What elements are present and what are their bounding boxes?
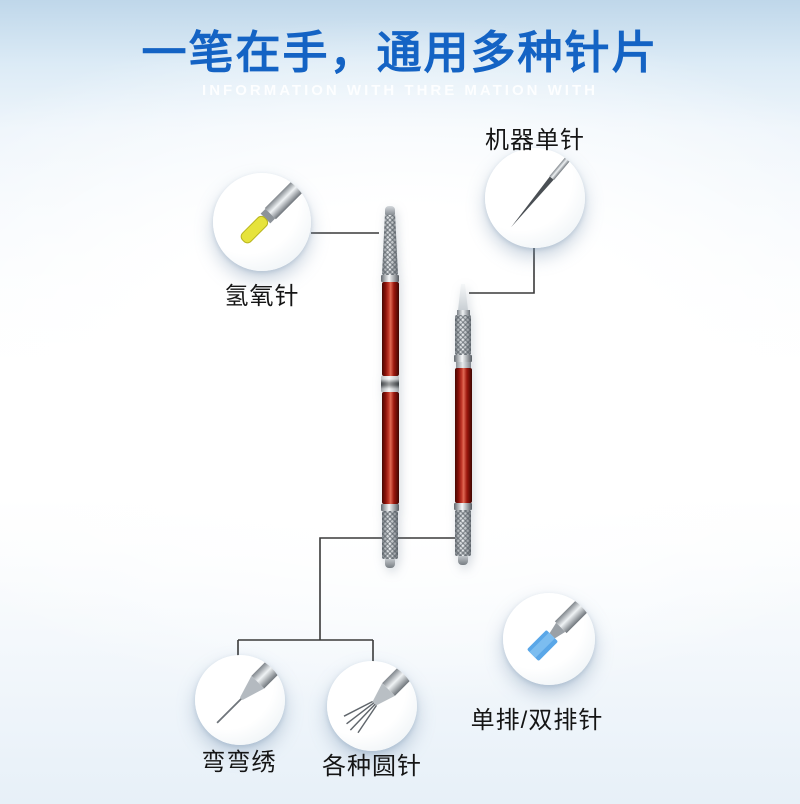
curved-needle-icon: [216, 655, 285, 724]
pen-right-collar: [455, 362, 471, 368]
watermark-text: INFORMATION WITH THRE MATION WITH: [202, 82, 598, 99]
pen-right-ring: [454, 355, 472, 362]
pen-left-lower-body: [381, 392, 399, 504]
pen-right-tip-ring: [456, 310, 470, 315]
pen-right-top-grip: [455, 315, 471, 355]
label-machine-single-needle: 机器单针: [485, 127, 585, 154]
pen-left-upper-body: [381, 282, 399, 376]
callout-circle-hydrogen: [213, 173, 311, 271]
page-title: 一笔在手，通用多种针片: [141, 27, 659, 78]
callout-circle-single-double-row: [503, 593, 595, 685]
pen-left: [381, 206, 399, 568]
label-single-double-row: 单排/双排针: [470, 707, 604, 734]
pen-left-top-grip: [382, 215, 398, 275]
blade-needle-icon: [527, 593, 595, 661]
label-hydrogen-needle: 氢氧针: [224, 283, 300, 310]
pen-right-bottom-cap: [458, 556, 468, 565]
hydrogen-needle-icon: [240, 173, 311, 244]
machine-single-needle-icon: [510, 151, 575, 228]
pen-left-bottom-grip: [382, 511, 398, 559]
pen-left-ring2: [381, 504, 399, 511]
label-round-needles: 各种圆针: [322, 753, 422, 780]
label-curved-embroidery: 弯弯绣: [201, 749, 277, 776]
pen-left-center-band: [381, 376, 399, 392]
round-needles-icon: [343, 661, 417, 734]
pen-right-clear-tip: [458, 284, 468, 310]
pen-right-bottom-grip: [455, 510, 471, 556]
callout-circle-round-needles: [327, 661, 417, 751]
pen-right: [454, 284, 472, 565]
pen-right-ring2: [454, 503, 472, 510]
pen-right-body: [454, 368, 472, 503]
pen-left-top-cap: [385, 206, 395, 215]
pen-left-ring: [381, 275, 399, 282]
callout-circle-machine-single: [485, 148, 585, 248]
pen-left-bottom-cap: [385, 559, 395, 568]
callout-circle-curved-embroidery: [195, 655, 285, 745]
